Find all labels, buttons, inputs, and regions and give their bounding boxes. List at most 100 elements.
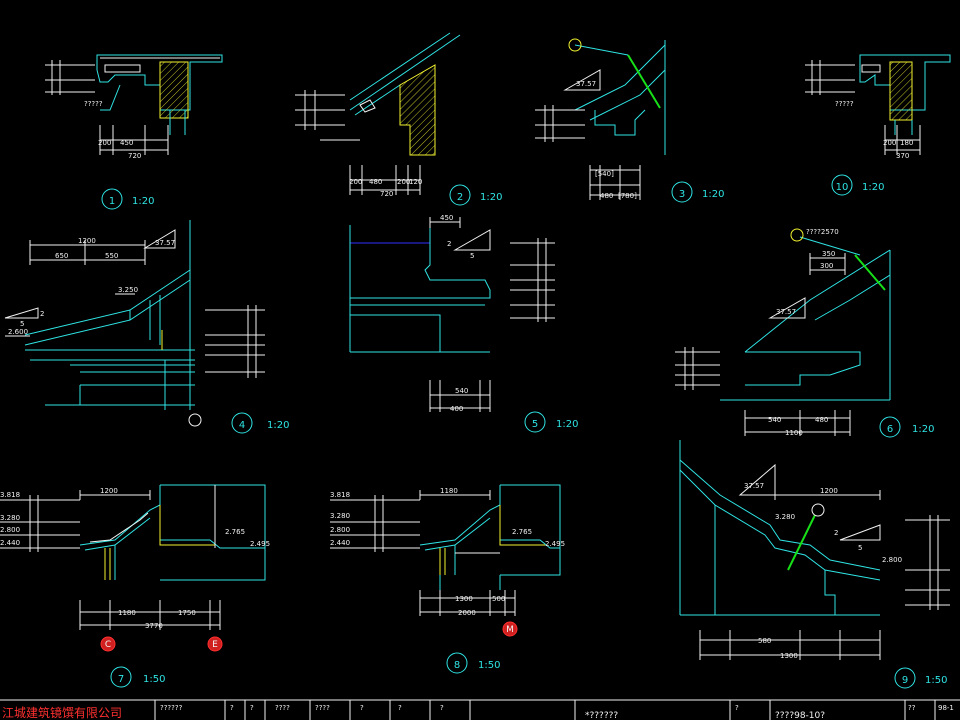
detail-6-section bbox=[720, 236, 891, 401]
detail-7-number-circle bbox=[110, 666, 132, 688]
dim-label: 180 bbox=[900, 139, 913, 147]
dim-label: 370 bbox=[896, 152, 909, 160]
detail-3-scale: 1:20 bbox=[702, 189, 724, 200]
dim-label: 300 bbox=[820, 262, 833, 270]
detail-7-dim-top: 1200 bbox=[79, 487, 151, 500]
slope-label: 37.57 bbox=[155, 239, 175, 247]
level-label: 3.250 bbox=[118, 286, 138, 294]
ratio-label: 5 bbox=[470, 252, 474, 260]
dim-label: 650 bbox=[55, 252, 68, 260]
detail-4-dims-top: 1200 650 550 bbox=[29, 237, 146, 265]
detail-8-dim-top: 1180 bbox=[419, 487, 491, 500]
detail-2-dims-left bbox=[295, 90, 360, 141]
dim-label: 1200 bbox=[100, 487, 118, 495]
dim-label: 120 bbox=[409, 178, 422, 186]
dim-label: 200 bbox=[98, 139, 111, 147]
sheet-number: 98-1 bbox=[938, 704, 954, 712]
dim-label: 480 bbox=[815, 416, 828, 424]
slope-label: 37.57 bbox=[776, 308, 796, 316]
title-cell: ? bbox=[440, 704, 444, 712]
level-label: 3.280 bbox=[330, 512, 350, 520]
dim-label: 720 bbox=[128, 152, 141, 160]
detail-8-end-levels: 2.765 2.495 bbox=[512, 528, 565, 548]
detail-6-number: 6 bbox=[887, 424, 893, 435]
level-label: 2.440 bbox=[330, 539, 350, 547]
dim-label: 2000 bbox=[458, 609, 476, 617]
detail-8-scale: 1:50 bbox=[478, 660, 500, 671]
dim-label: 550 bbox=[105, 252, 118, 260]
detail-5-dims-bottom: 540 400 bbox=[429, 380, 491, 413]
dim-label: 1300 bbox=[455, 595, 473, 603]
dim-label: 450 bbox=[120, 139, 133, 147]
detail-6-dims-left bbox=[675, 347, 720, 390]
detail-10: ????? 200 180 370 10 1:20 bbox=[805, 54, 951, 196]
dim-label: 540 bbox=[455, 387, 468, 395]
dim-label: [780] bbox=[618, 192, 637, 200]
detail-5: 450 2 5 540 400 5 1:20 bbox=[349, 214, 578, 433]
ratio-label: 5 bbox=[858, 544, 862, 552]
detail-1-dims-bottom: 200 450 720 bbox=[98, 125, 169, 160]
detail-7-axis-c: C bbox=[100, 636, 116, 652]
detail-8-levels: 3.818 3.280 2.800 2.440 bbox=[330, 491, 420, 552]
detail-1-dims-left bbox=[45, 60, 95, 95]
detail-4-axis-marker bbox=[188, 413, 202, 427]
detail-1-number-circle bbox=[101, 188, 123, 210]
detail-9: 37.57 1200 3.280 2.800 2 5 580 1300 9 1:… bbox=[679, 440, 950, 689]
detail-1-section bbox=[96, 54, 223, 135]
dim-label: 200 bbox=[349, 178, 362, 186]
detail-7-levels: 3.818 3.280 2.800 2.440 bbox=[0, 491, 80, 552]
detail-3-dims-bottom: [540] 480 [780] bbox=[589, 165, 641, 200]
dim-label: 1750 bbox=[178, 609, 196, 617]
dim-label: 1180 bbox=[440, 487, 458, 495]
level-label: 3.280 bbox=[775, 513, 795, 521]
detail-7-number: 7 bbox=[118, 674, 124, 685]
title-cell: ? bbox=[360, 704, 364, 712]
detail-10-dims-left bbox=[805, 60, 855, 95]
detail-3-slope-triangle: 37.57 bbox=[563, 69, 601, 91]
level-label: 2.800 bbox=[0, 526, 20, 534]
detail-5-dim-top: 450 bbox=[429, 214, 461, 228]
detail-9-scale: 1:50 bbox=[925, 675, 947, 686]
dim-label: 450 bbox=[440, 214, 453, 222]
slope-label: 37.57 bbox=[744, 482, 764, 490]
detail-7-end-levels: 2.765 2.495 bbox=[225, 528, 270, 548]
axis-label: E bbox=[212, 640, 218, 650]
callout-label: ????2570 bbox=[806, 228, 839, 236]
detail-4-number: 4 bbox=[239, 420, 245, 431]
dim-label: 1180 bbox=[118, 609, 136, 617]
level-label: 2.765 bbox=[512, 528, 532, 536]
detail-8: 3.818 3.280 2.800 2.440 1180 2.765 2.495… bbox=[330, 484, 565, 674]
detail-8-number: 8 bbox=[454, 660, 460, 671]
dim-label: 720 bbox=[380, 190, 393, 198]
detail-7-dims-bottom: 1180 1750 3770 bbox=[79, 600, 221, 630]
detail-6-dims-top: 350 300 bbox=[809, 250, 846, 275]
level-label: 3.280 bbox=[0, 514, 20, 522]
detail-10-number-circle bbox=[831, 174, 853, 196]
dim-label: 1200 bbox=[78, 237, 96, 245]
level-label: 3.818 bbox=[330, 491, 350, 499]
detail-1-number: 1 bbox=[109, 196, 115, 207]
detail-5-scale: 1:20 bbox=[556, 419, 578, 430]
detail-9-callout-circle bbox=[811, 503, 825, 517]
detail-9-number-circle bbox=[894, 667, 916, 689]
detail-9-levels: 3.280 2.800 bbox=[775, 513, 902, 564]
detail-8-section bbox=[419, 484, 561, 590]
detail-1: ????? 200 450 720 1 1:20 bbox=[45, 54, 223, 210]
detail-7-section bbox=[79, 484, 266, 581]
detail-8-number-circle bbox=[446, 652, 468, 674]
detail-6-callout: ????2570 bbox=[790, 228, 839, 242]
dim-label: 480 bbox=[369, 178, 382, 186]
axis-label: M bbox=[506, 625, 514, 635]
detail-3: 37.57 [540] 480 [780] 3 1:20 bbox=[535, 38, 724, 203]
detail-10-dims-bottom: 200 180 370 bbox=[883, 125, 921, 160]
detail-6-dims-bottom: 540 480 1100 bbox=[744, 410, 851, 437]
company-name: 江城建筑镜馔有限公司 bbox=[2, 705, 122, 720]
detail-2-dims-bottom: 200 480 200 120 720 bbox=[349, 165, 422, 198]
title-mark: ?? bbox=[908, 704, 916, 712]
level-label: 3.818 bbox=[0, 491, 20, 499]
detail-6-slope-triangle: 37.57 bbox=[768, 297, 806, 319]
detail-2-scale: 1:20 bbox=[480, 192, 502, 203]
detail-10-note: ????? bbox=[835, 100, 854, 108]
ratio-label: 2 bbox=[447, 240, 451, 248]
